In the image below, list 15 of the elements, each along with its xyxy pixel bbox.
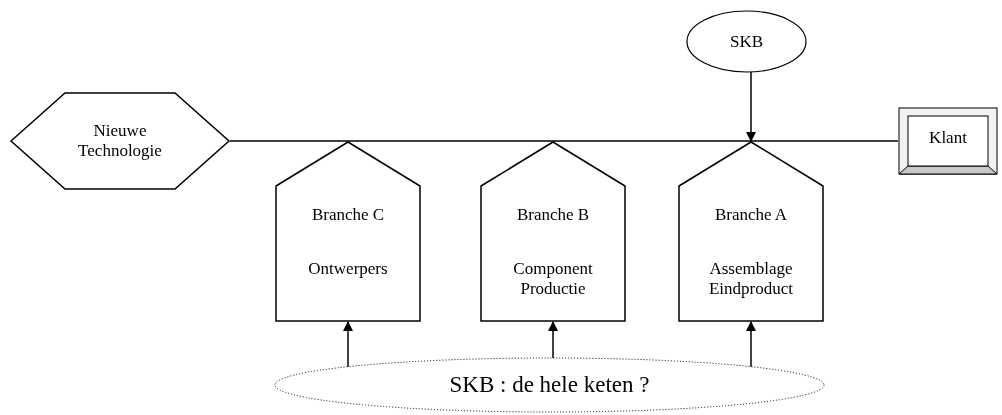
connector-line — [229, 140, 899, 142]
branch-description: Assemblage Eindproduct — [707, 259, 794, 299]
node-label: SKB : de hele keten ? — [449, 375, 650, 395]
node-label: Nieuwe Technologie — [77, 121, 163, 161]
branch-heading: Branche B — [516, 205, 590, 225]
branch-heading: Branche A — [714, 205, 788, 225]
arrow — [548, 321, 558, 359]
arrow — [343, 321, 353, 368]
branch-heading: Branche C — [311, 205, 385, 225]
arrow — [746, 71, 756, 142]
arrow — [746, 321, 756, 368]
node-label: Klant — [929, 128, 967, 148]
branch-description: Ontwerpers — [307, 259, 389, 279]
branch-description: Component Productie — [512, 259, 594, 299]
node-label: SKB — [729, 31, 764, 52]
